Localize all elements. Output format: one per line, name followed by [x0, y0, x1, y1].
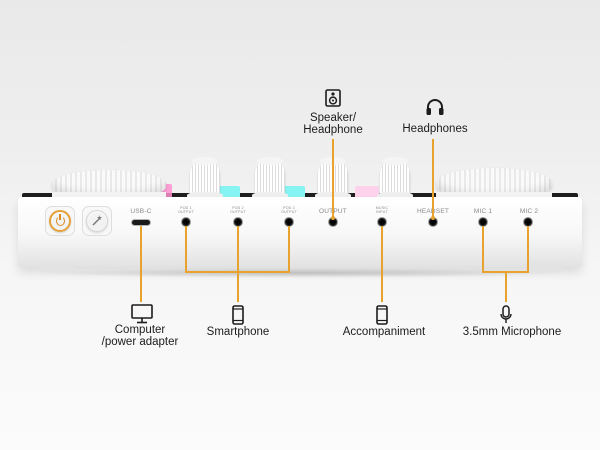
- device-foot-right: [528, 262, 562, 272]
- device-body: [18, 197, 582, 267]
- port-label-pod2: POD 2 OUTPUT: [230, 206, 246, 214]
- device-foot-left: [40, 262, 74, 272]
- music-input-jack[interactable]: [377, 217, 387, 227]
- connector-line-pod1: [185, 226, 187, 272]
- connector-line-headset: [432, 139, 434, 219]
- headphones-icon: [426, 99, 444, 115]
- connector-line-pod2: [237, 226, 239, 302]
- pod1-output-jack[interactable]: [181, 217, 191, 227]
- mic2-jack[interactable]: [523, 217, 533, 227]
- connector-line-microphone: [505, 271, 507, 302]
- knob-4[interactable]: [377, 157, 413, 200]
- knob-1[interactable]: [187, 157, 223, 200]
- wand-icon: [92, 215, 102, 226]
- speaker-label-line2: Headphone: [303, 124, 363, 136]
- connector-line-music: [381, 226, 383, 302]
- port-label-usbc: USB-C: [130, 208, 152, 215]
- pod3-output-jack[interactable]: [284, 217, 294, 227]
- right-volume-dial[interactable]: [436, 168, 552, 206]
- connector-line-mic2: [527, 226, 529, 272]
- connector-dot-output: [331, 216, 335, 220]
- usbc-port[interactable]: [131, 219, 151, 226]
- headphones-label: Headphones: [402, 123, 468, 135]
- knob-2[interactable]: [252, 157, 288, 200]
- power-button[interactable]: [49, 210, 71, 232]
- connector-line-mic1: [482, 226, 484, 272]
- computer-label-line1: Computer: [114, 324, 166, 336]
- connector-dot-headset: [431, 216, 435, 220]
- port-label-mic1: MIC 1: [473, 208, 493, 215]
- effect-button[interactable]: [86, 210, 108, 232]
- connector-bus-pods: [185, 271, 290, 273]
- output-jack[interactable]: [328, 217, 338, 227]
- microphone-label: 3.5mm Microphone: [462, 326, 562, 338]
- port-label-pod1: POD 1 OUTPUT: [178, 206, 194, 214]
- left-volume-dial[interactable]: [52, 170, 166, 206]
- connector-line-pod3: [288, 226, 290, 272]
- accompaniment-label: Accompaniment: [342, 326, 426, 338]
- smartphone-icon: [232, 305, 244, 325]
- smartphone-label: Smartphone: [206, 326, 270, 338]
- speaker-label-line1: Speaker/: [309, 112, 357, 124]
- connector-line-output: [332, 139, 334, 219]
- headset-jack[interactable]: [428, 217, 438, 227]
- port-label-mic2: MIC 2: [519, 208, 539, 215]
- monitor-icon: [131, 304, 153, 324]
- pod2-output-jack[interactable]: [233, 217, 243, 227]
- computer-label: Computer /power adapter: [95, 324, 185, 348]
- mic1-jack[interactable]: [478, 217, 488, 227]
- computer-label-line2: /power adapter: [101, 336, 179, 348]
- smartphone-icon: [376, 305, 388, 325]
- microphone-icon: [500, 305, 512, 323]
- power-icon: [56, 214, 65, 226]
- port-label-pod3: POD 3 OUTPUT: [281, 206, 297, 214]
- speaker-icon: [325, 89, 341, 107]
- connector-line-usbc: [140, 226, 142, 302]
- port-label-music: MUSIC INPUT: [375, 206, 389, 214]
- device-shadow: [30, 268, 570, 278]
- speaker-headphone-label: Speaker/ Headphone: [300, 112, 366, 136]
